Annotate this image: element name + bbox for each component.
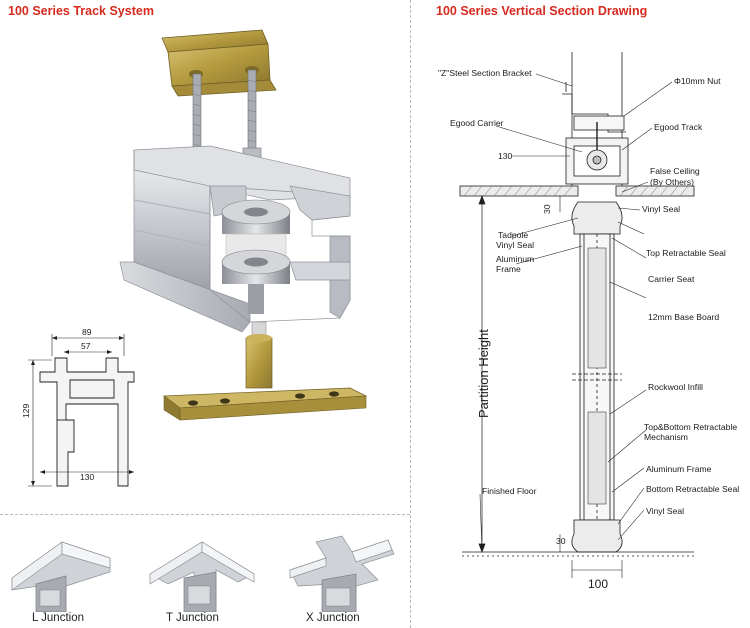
label-dim-30-top: 30 bbox=[542, 204, 552, 214]
aluminium-track bbox=[119, 145, 351, 333]
junction-t-illustration bbox=[149, 541, 255, 612]
label-base-board: 12mm Base Board bbox=[648, 312, 719, 322]
junction-label-t: T Junction bbox=[166, 612, 219, 624]
label-bottom-retract: Bottom Retractable Seal bbox=[646, 484, 739, 494]
label-partition-height: Partition Height bbox=[476, 329, 491, 418]
ceiling-hatch bbox=[463, 185, 689, 197]
hanger-bolt-plate bbox=[163, 321, 368, 421]
label-tadpole-2: Vinyl Seal bbox=[496, 240, 534, 250]
dim-129: 129 bbox=[21, 404, 31, 418]
label-vinyl-seal-bottom: Vinyl Seal bbox=[646, 506, 684, 516]
leader-lines bbox=[479, 73, 673, 553]
dim-57: 57 bbox=[81, 341, 91, 351]
label-mech-2: Mechanism bbox=[644, 432, 688, 442]
dim-130: 130 bbox=[80, 472, 94, 482]
label-false-ceiling-2: (By Others) bbox=[650, 177, 694, 187]
track-system-illustration: 89 57 129 130 bbox=[21, 29, 368, 487]
z-bracket bbox=[161, 29, 277, 97]
horizontal-divider bbox=[0, 514, 410, 515]
label-dim-30-bottom: 30 bbox=[556, 536, 566, 546]
label-vinyl-seal-top: Vinyl Seal bbox=[642, 204, 680, 214]
floor bbox=[462, 551, 694, 557]
label-rockwool: Rockwool Infill bbox=[648, 382, 703, 392]
dim-89: 89 bbox=[82, 327, 92, 337]
partition-panel bbox=[571, 201, 623, 553]
vertical-section-drawing: "Z"Steel Section Bracket Φ10mm Nut Egood… bbox=[438, 52, 739, 591]
junction-l-illustration bbox=[11, 541, 111, 612]
label-dim-130: 130 bbox=[498, 151, 513, 161]
left-title: 100 Series Track System bbox=[8, 4, 154, 18]
label-dim-100: 100 bbox=[588, 577, 608, 591]
junction-label-l: L Junction bbox=[32, 612, 84, 624]
label-tadpole-1: Tadpole bbox=[498, 230, 528, 240]
partition-height-dim bbox=[478, 195, 486, 553]
label-track: Egood Track bbox=[654, 122, 703, 132]
label-top-retract: Top Retractable Seal bbox=[646, 248, 726, 258]
label-z-bracket: "Z"Steel Section Bracket bbox=[438, 68, 532, 78]
label-carrier-seat: Carrier Seat bbox=[648, 274, 695, 284]
vertical-divider bbox=[410, 0, 411, 628]
label-nut: Φ10mm Nut bbox=[674, 76, 721, 86]
right-title: 100 Series Vertical Section Drawing bbox=[436, 4, 648, 18]
label-mech-1: Top&Bottom Retractable bbox=[644, 422, 737, 432]
junction-x-illustration bbox=[289, 535, 395, 612]
label-carrier: Egood Carrier bbox=[450, 118, 504, 128]
small-dims bbox=[559, 196, 623, 578]
label-al-frame-2: Frame bbox=[496, 264, 521, 274]
label-al-frame-b: Aluminum Frame bbox=[646, 464, 712, 474]
track-profile-drawing bbox=[28, 334, 135, 487]
carrier-wheels bbox=[221, 199, 291, 314]
label-false-ceiling-1: False Ceiling bbox=[650, 166, 700, 176]
label-finished-floor: Finished Floor bbox=[482, 486, 537, 496]
label-al-frame-1: Aluminum bbox=[496, 254, 534, 264]
dimension-arrows bbox=[31, 336, 134, 486]
junction-label-x: X Junction bbox=[306, 612, 360, 624]
